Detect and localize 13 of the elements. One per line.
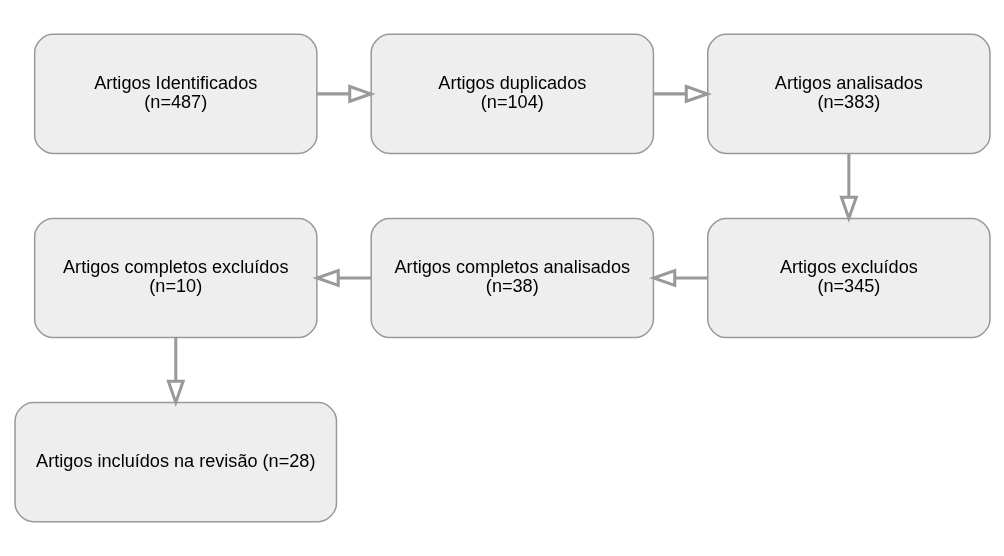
node-box: Artigos completos excluídos (n=10) <box>33 217 318 339</box>
arrow <box>648 268 707 288</box>
node-box: Artigos Identificados (n=487) <box>33 33 318 155</box>
node-box: Artigos excluídos (n=345) <box>706 217 991 339</box>
arrow <box>316 84 375 104</box>
arrow <box>312 268 371 288</box>
node-box: Artigos analisados (n=383) <box>706 33 991 155</box>
node-box: Artigos incluídos na revisão (n=28) <box>13 401 337 523</box>
node-box: Artigos completos analisados (n=38) <box>369 217 654 339</box>
arrow <box>838 153 858 223</box>
arrow <box>653 84 712 104</box>
node-box: Artigos duplicados (n=104) <box>369 33 654 155</box>
arrow <box>165 337 185 407</box>
